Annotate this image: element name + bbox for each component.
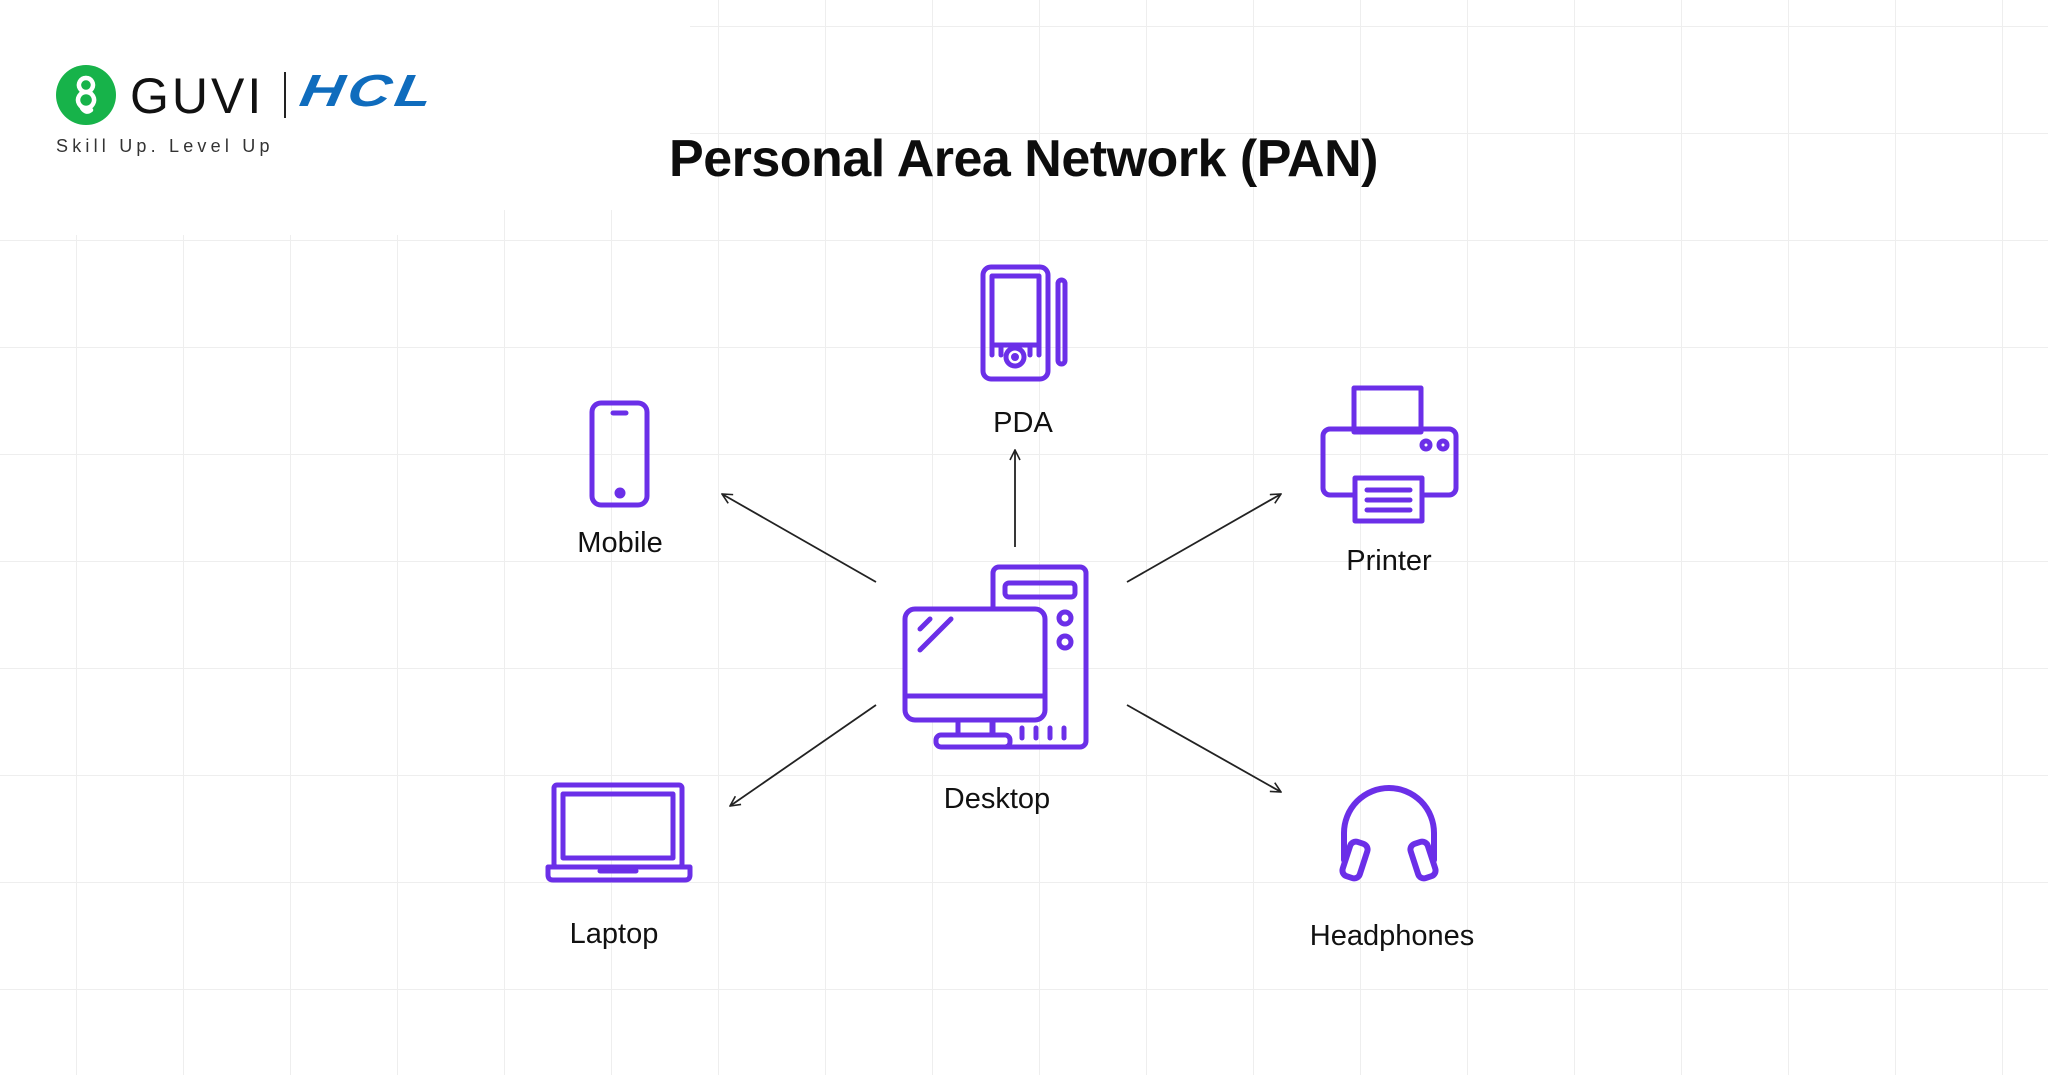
guvi-tagline: Skill Up. Level Up: [56, 136, 274, 156]
laptop-icon: [545, 782, 693, 883]
arrow-to-printer: [1126, 494, 1281, 583]
printer-icon: [1320, 385, 1459, 524]
page-title: Personal Area Network (PAN): [0, 124, 2048, 194]
logo-background-top: [0, 0, 690, 210]
desktop-computer-icon: [902, 564, 1089, 750]
label-mobile: Mobile: [577, 527, 662, 559]
logo-divider: [284, 72, 286, 118]
pda-icon: [980, 264, 1068, 382]
mobile-phone-icon: [589, 400, 650, 508]
label-desktop: Desktop: [944, 783, 1050, 815]
headphones-icon: [1339, 785, 1439, 882]
guvi-logo-icon: [56, 65, 116, 125]
label-laptop: Laptop: [570, 918, 659, 950]
label-headphones: Headphones: [1310, 920, 1474, 952]
arrow-to-headphones: [1126, 704, 1281, 792]
guvi-wordmark: GUVI: [130, 68, 265, 124]
arrow-to-mobile: [722, 494, 877, 583]
arrow-to-laptop: [730, 704, 877, 806]
label-printer: Printer: [1346, 545, 1432, 577]
label-pda: PDA: [993, 407, 1053, 439]
page-title-text: Personal Area Network (PAN): [669, 130, 1378, 188]
